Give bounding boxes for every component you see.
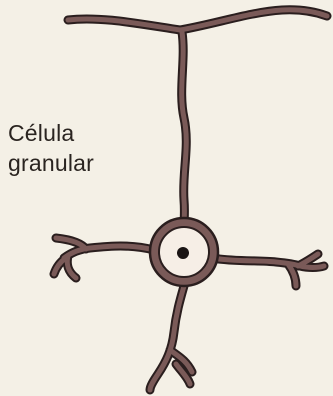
- cell-label: Célula granular: [8, 118, 94, 178]
- cell-label-line2: granular: [8, 148, 94, 178]
- cell-body: [150, 218, 218, 286]
- lower-dendrite: [150, 286, 192, 390]
- nucleus: [177, 247, 189, 259]
- cell-label-line1: Célula: [8, 118, 94, 148]
